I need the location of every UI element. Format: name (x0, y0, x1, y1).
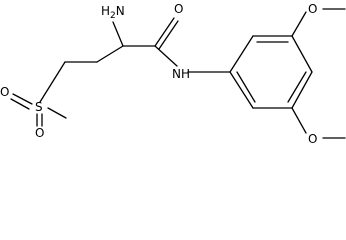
amine-subscript: 2 (110, 11, 116, 21)
bond-group (10, 8, 346, 139)
sulfonyl-oxygen-left-label: O (0, 85, 9, 99)
bond-ring-o-bottom (291, 107, 307, 134)
amine-n: N (116, 4, 125, 18)
bond-carbonyl-n (154, 45, 178, 67)
bond-ring-inner-3 (236, 71, 256, 103)
bond-ring-inner-2 (287, 71, 307, 103)
amine-label: H2N (101, 4, 125, 21)
bond-ring-3 (291, 35, 313, 73)
bond-cc-s (39, 61, 66, 103)
bond-ring-1 (229, 35, 254, 73)
sulfur-label: S (35, 100, 43, 114)
structure-diagram: H2N O NH O O O S O (0, 2, 346, 146)
bond-s-o-left-1 (12, 93, 33, 105)
bond-s-methyl (47, 107, 67, 119)
bond-ring-6 (229, 71, 254, 109)
amide-nh-label: NH (172, 67, 190, 81)
bond-ring-o-top (291, 11, 307, 37)
sulfonyl-oxygen-bottom-label: O (35, 126, 44, 140)
bond-ring-4 (291, 71, 313, 109)
methoxy-bottom-oxygen-label: O (308, 132, 317, 146)
bond-ca-cb (96, 45, 124, 63)
amine-h: H (101, 4, 110, 18)
carbonyl-oxygen-label: O (174, 2, 183, 16)
molecule-canvas: H2N O NH O O O S O (0, 2, 346, 146)
atom-labels: H2N O NH O O O S O (0, 2, 317, 146)
bond-carbonyl-o-1 (154, 17, 175, 47)
bond-s-o-left-2 (10, 98, 30, 110)
methoxy-top-oxygen-label: O (308, 2, 317, 16)
bond-carbonyl-o-2 (158, 20, 179, 50)
bond-ca-n (112, 21, 124, 47)
